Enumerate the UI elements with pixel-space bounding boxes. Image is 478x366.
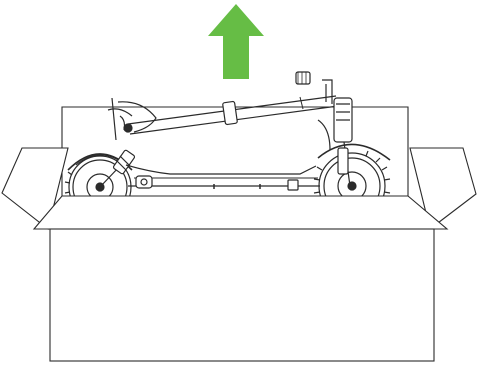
box-front-panel [50, 229, 434, 361]
up-arrow-icon [208, 4, 264, 79]
box-front-top-flap [34, 196, 447, 229]
